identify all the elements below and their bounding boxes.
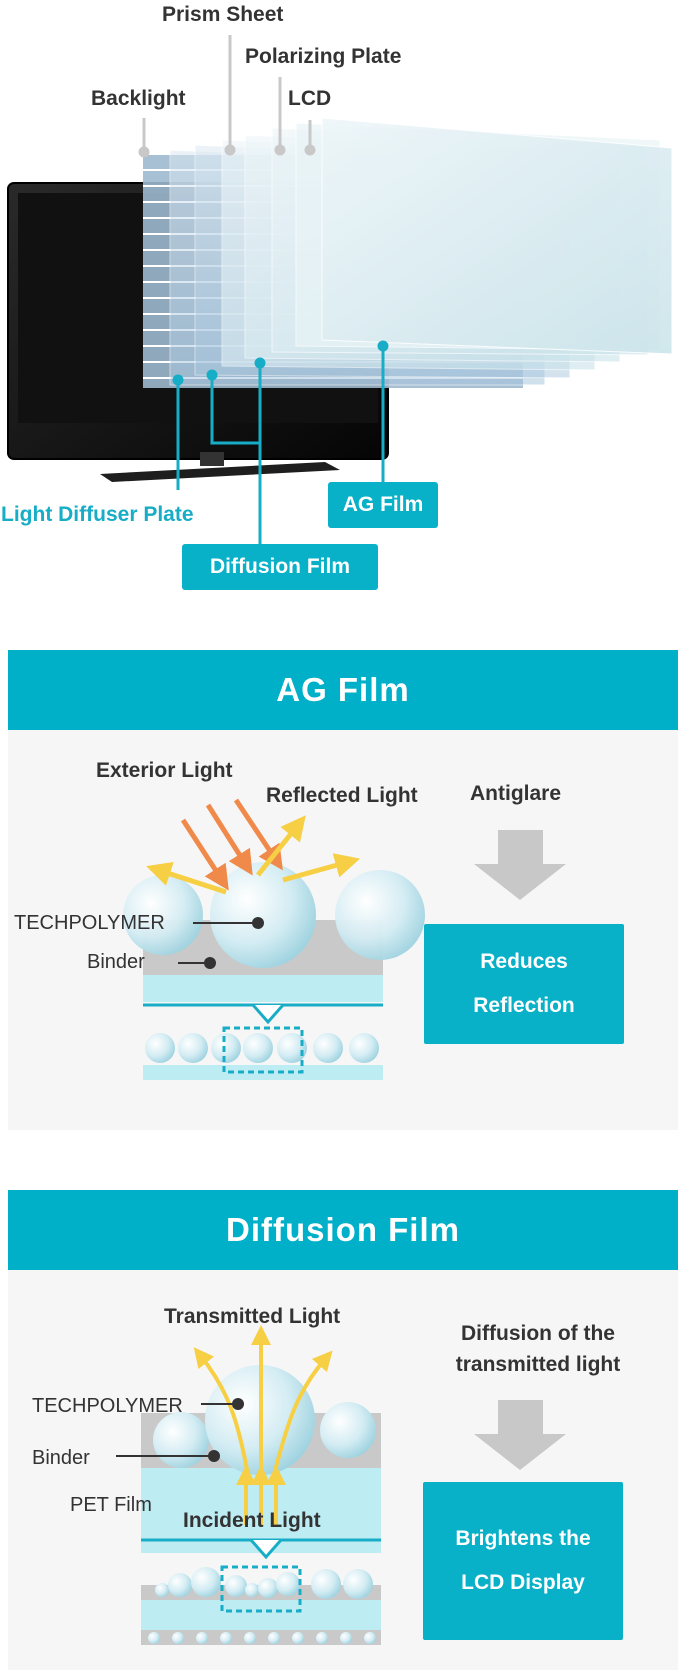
film-layers bbox=[169, 117, 673, 386]
ag-film-header: AG Film bbox=[8, 650, 678, 730]
top-leader-lines bbox=[138, 35, 316, 158]
diff-label-binder: Binder bbox=[32, 1447, 90, 1469]
diff-label-transmitted-light: Transmitted Light bbox=[164, 1305, 341, 1328]
ag-label-binder: Binder bbox=[87, 951, 145, 973]
tag-diffusion-film: Diffusion Film bbox=[182, 544, 378, 590]
diff-result-line2: LCD Display bbox=[461, 1571, 585, 1594]
ag-label-techpolymer: TECHPOLYMER bbox=[14, 912, 165, 934]
diff-effect-line2: transmitted light bbox=[455, 1353, 621, 1376]
diffusion-film-illustration bbox=[116, 1325, 566, 1645]
label-polarizing-plate: Polarizing Plate bbox=[245, 45, 402, 68]
diff-label-pet-film: PET Film bbox=[70, 1494, 152, 1516]
ag-result-box: Reduces Reflection bbox=[424, 924, 624, 1044]
ag-zoom-box bbox=[222, 1026, 304, 1074]
diff-result-line1: Brightens the bbox=[455, 1527, 591, 1550]
monitor-stand bbox=[100, 462, 340, 482]
ag-label-reflected-light: Reflected Light bbox=[266, 784, 418, 807]
diff-zoom-box bbox=[220, 1565, 302, 1613]
label-lcd: LCD bbox=[288, 87, 332, 110]
ag-label-antiglare: Antiglare bbox=[470, 782, 562, 805]
diff-label-techpolymer: TECHPOLYMER bbox=[32, 1395, 183, 1417]
bottom-leader-lines bbox=[172, 340, 389, 545]
label-prism-sheet: Prism Sheet bbox=[162, 3, 284, 26]
diffusion-film-section: Diffusion Film bbox=[8, 1190, 678, 1670]
diff-down-arrow bbox=[474, 1400, 566, 1470]
tag-ag-film: AG Film bbox=[328, 482, 438, 528]
label-light-diffuser-plate: Light Diffuser Plate bbox=[1, 503, 194, 526]
ag-label-exterior-light: Exterior Light bbox=[96, 759, 233, 782]
monitor-neck bbox=[200, 452, 224, 466]
diff-result-box: Brightens the LCD Display bbox=[423, 1482, 623, 1640]
diffusion-film-header: Diffusion Film bbox=[8, 1190, 678, 1270]
exploded-lcd-diagram: Prism Sheet Polarizing Plate Backlight L… bbox=[0, 0, 678, 590]
ag-film-illustration bbox=[123, 798, 566, 1080]
ag-result-line1: Reduces bbox=[480, 950, 568, 973]
ag-result-line2: Reflection bbox=[473, 994, 575, 1017]
ag-down-arrow bbox=[474, 830, 566, 900]
lcd-layers-illustration bbox=[7, 35, 673, 545]
diff-effect-text: Diffusion of the transmitted light bbox=[428, 1318, 648, 1380]
label-backlight: Backlight bbox=[91, 87, 186, 110]
diff-label-incident-light: Incident Light bbox=[183, 1509, 321, 1532]
diff-effect-line1: Diffusion of the bbox=[461, 1322, 615, 1345]
ag-film-section: AG Film bbox=[8, 650, 678, 1130]
ag-base-film bbox=[143, 975, 383, 1002]
